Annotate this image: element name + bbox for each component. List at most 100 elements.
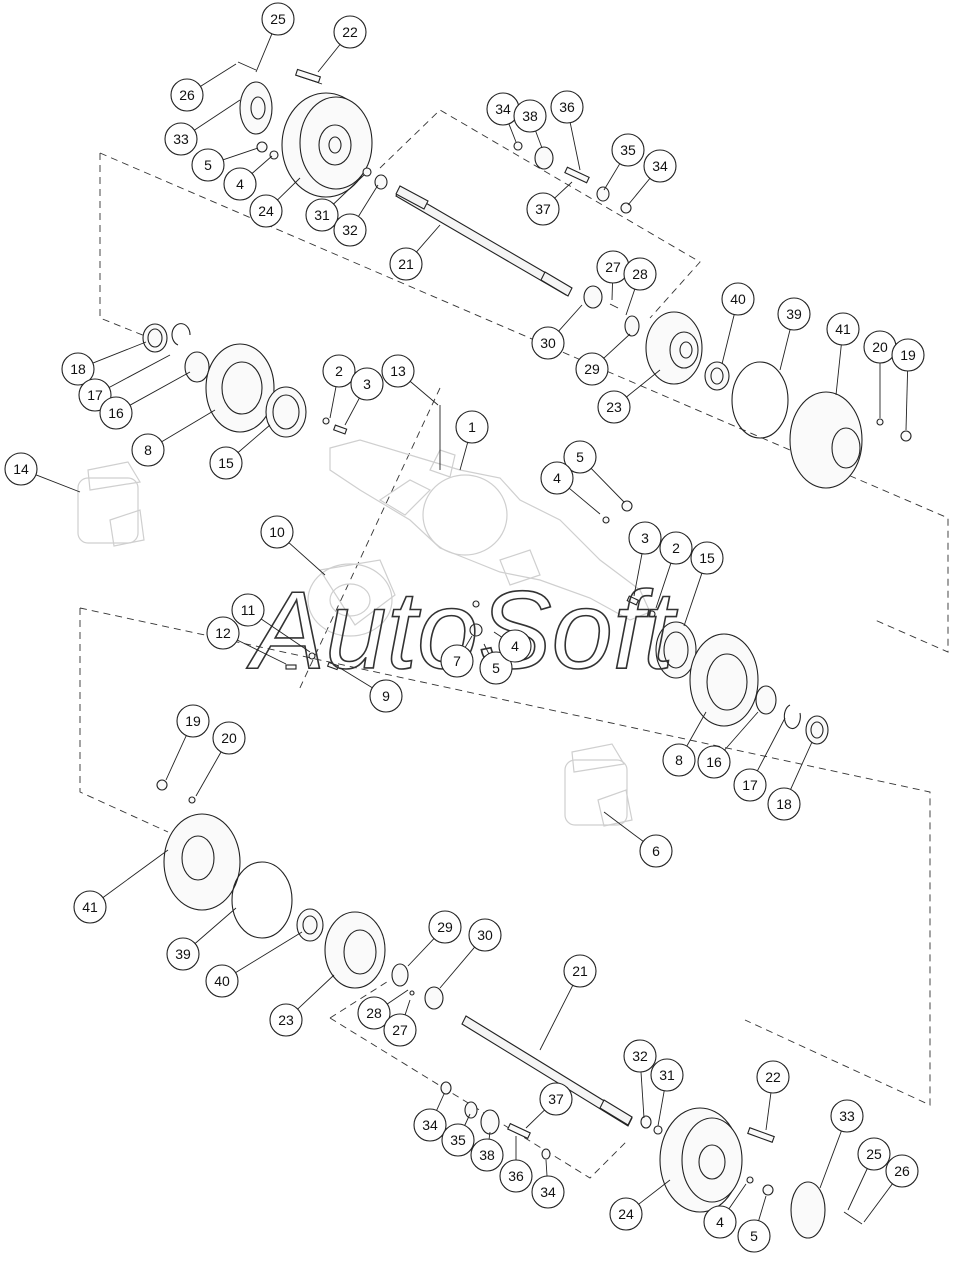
callout-label: 27: [392, 1022, 408, 1038]
callout-31: 31: [650, 1058, 684, 1092]
callout-28: 28: [623, 257, 657, 291]
callout-circle: [733, 768, 767, 802]
callout-label: 18: [776, 796, 792, 812]
leader-line: [194, 907, 237, 944]
callout-label: 17: [87, 387, 103, 403]
leader-line: [464, 635, 473, 648]
callout-4: 4: [540, 461, 574, 495]
leader-line: [590, 468, 625, 503]
leader-line: [102, 849, 169, 898]
callout-label: 15: [218, 455, 234, 471]
callout-label: 29: [584, 361, 600, 377]
callout-36: 36: [550, 90, 584, 124]
callout-label: 24: [258, 203, 274, 219]
callout-circle: [164, 122, 198, 156]
callout-15: 15: [209, 446, 243, 480]
leader-line: [508, 123, 517, 143]
callout-32: 32: [623, 1039, 657, 1073]
callout-35: 35: [441, 1123, 475, 1157]
callout-circle: [389, 247, 423, 281]
callout-circle: [540, 461, 574, 495]
callout-16: 16: [697, 745, 731, 779]
callout-7: 7: [440, 644, 474, 678]
callout-circle: [322, 354, 356, 388]
callout-19: 19: [891, 338, 925, 372]
callout-label: 22: [342, 24, 358, 40]
callout-label: 5: [204, 157, 212, 173]
callout-label: 20: [221, 730, 237, 746]
callout-label: 24: [618, 1206, 634, 1222]
leader-line: [108, 354, 171, 388]
callout-27: 27: [596, 250, 630, 284]
leader-line: [603, 333, 631, 359]
callout-leaders: [35, 33, 909, 1223]
callout-circle: [176, 704, 210, 738]
callout-circle: [61, 352, 95, 386]
leader-line: [194, 99, 241, 131]
callout-label: 11: [241, 602, 256, 618]
leader-line: [235, 931, 303, 973]
callout-label: 36: [508, 1168, 524, 1184]
callout-label: 39: [786, 306, 802, 322]
callout-label: 23: [606, 399, 622, 415]
callout-label: 20: [872, 339, 888, 355]
callout-5: 5: [479, 651, 513, 685]
callout-label: 16: [108, 405, 124, 421]
callout-circle: [643, 149, 677, 183]
callout-18: 18: [767, 787, 801, 821]
callout-circle: [305, 198, 339, 232]
leader-line: [404, 999, 411, 1015]
callout-13: 13: [381, 354, 415, 388]
leader-line: [611, 282, 613, 301]
leader-line: [277, 177, 301, 201]
callout-41: 41: [826, 312, 860, 346]
callout-21: 21: [389, 247, 423, 281]
callout-label: 25: [866, 1146, 882, 1162]
leader-line: [222, 147, 259, 161]
callout-label: 35: [620, 142, 636, 158]
callout-5: 5: [737, 1219, 771, 1253]
axle-housing-outline: [329, 439, 651, 621]
callout-circle: [205, 964, 239, 998]
leader-line: [493, 631, 502, 638]
leader-line: [339, 667, 373, 689]
callout-label: 33: [839, 1108, 855, 1124]
callout-label: 7: [453, 653, 461, 669]
callout-label: 15: [699, 550, 715, 566]
callout-label: 4: [511, 638, 519, 654]
callout-circle: [357, 996, 391, 1030]
callout-38: 38: [513, 99, 547, 133]
callout-circle: [455, 410, 489, 444]
callout-circle: [539, 1082, 573, 1116]
callout-circle: [777, 297, 811, 331]
callout-circle: [166, 937, 200, 971]
callout-36: 36: [499, 1159, 533, 1193]
callout-8: 8: [131, 433, 165, 467]
callout-37: 37: [526, 192, 560, 226]
callout-30: 30: [531, 326, 565, 360]
callout-circle: [891, 338, 925, 372]
leader-line: [525, 1109, 545, 1129]
callout-8: 8: [662, 743, 696, 777]
callout-circle: [170, 78, 204, 112]
callout-label: 4: [716, 1214, 724, 1230]
callout-circle: [498, 629, 532, 663]
callout-24: 24: [249, 194, 283, 228]
callout-circle: [73, 890, 107, 924]
callout-label: 26: [179, 87, 195, 103]
callout-label: 19: [185, 713, 201, 729]
callout-41: 41: [73, 890, 107, 924]
callout-circle: [623, 257, 657, 291]
callout-23: 23: [269, 1003, 303, 1037]
callout-15: 15: [690, 541, 724, 575]
callout-label: 29: [437, 919, 453, 935]
leader-line: [863, 1183, 893, 1223]
leader-line: [728, 1183, 747, 1210]
callout-label: 16: [706, 754, 722, 770]
callout-25: 25: [857, 1137, 891, 1171]
leader-line: [407, 938, 435, 967]
callout-circle: [428, 910, 462, 944]
callout-33: 33: [164, 122, 198, 156]
callout-label: 30: [540, 335, 556, 351]
